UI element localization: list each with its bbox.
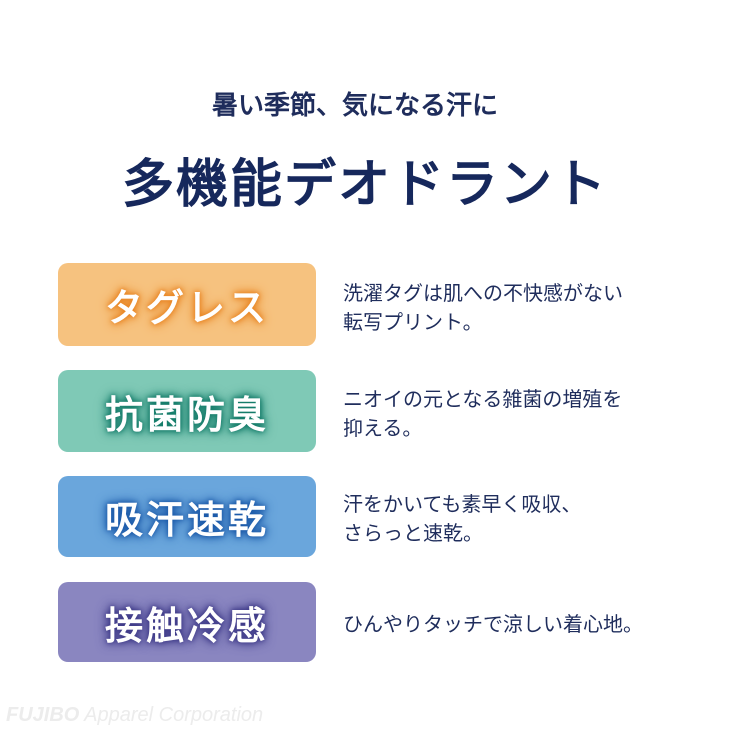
logo-brand: FUJIBO	[6, 704, 80, 726]
feature-description-quick-dry: 汗をかいても素早く吸収、 さらっと速乾。	[343, 490, 723, 548]
subtitle: 暑い季節、気になる汗に	[211, 91, 498, 121]
description-line: 抑える。	[343, 416, 423, 440]
feature-badge-antibacterial: 抗菌防臭	[58, 370, 316, 452]
page-title: 多機能デオドラント	[121, 155, 608, 215]
description-line: 洗濯タグは肌への不快感がない	[343, 281, 623, 305]
feature-description-antibacterial: ニオイの元となる雑菌の増殖を 抑える。	[343, 385, 723, 443]
company-logo: FUJIBO Apparel Corporation	[6, 704, 263, 727]
feature-description-tagless: 洗濯タグは肌への不快感がない 転写プリント。	[343, 279, 723, 337]
logo-text: Apparel Corporation	[79, 704, 264, 726]
feature-description-cool-touch: ひんやりタッチで涼しい着心地。	[343, 610, 723, 639]
feature-badge-cool-touch: 接触冷感	[58, 582, 316, 662]
description-line: 汗をかいても素早く吸収、	[343, 492, 582, 516]
description-line: 転写プリント。	[343, 310, 483, 334]
description-line: さらっと速乾。	[343, 521, 483, 545]
feature-badge-tagless: タグレス	[58, 263, 316, 346]
feature-badge-quick-dry: 吸汗速乾	[58, 476, 316, 557]
description-line: ひんやりタッチで涼しい着心地。	[343, 612, 643, 636]
description-line: ニオイの元となる雑菌の増殖を	[343, 387, 623, 411]
